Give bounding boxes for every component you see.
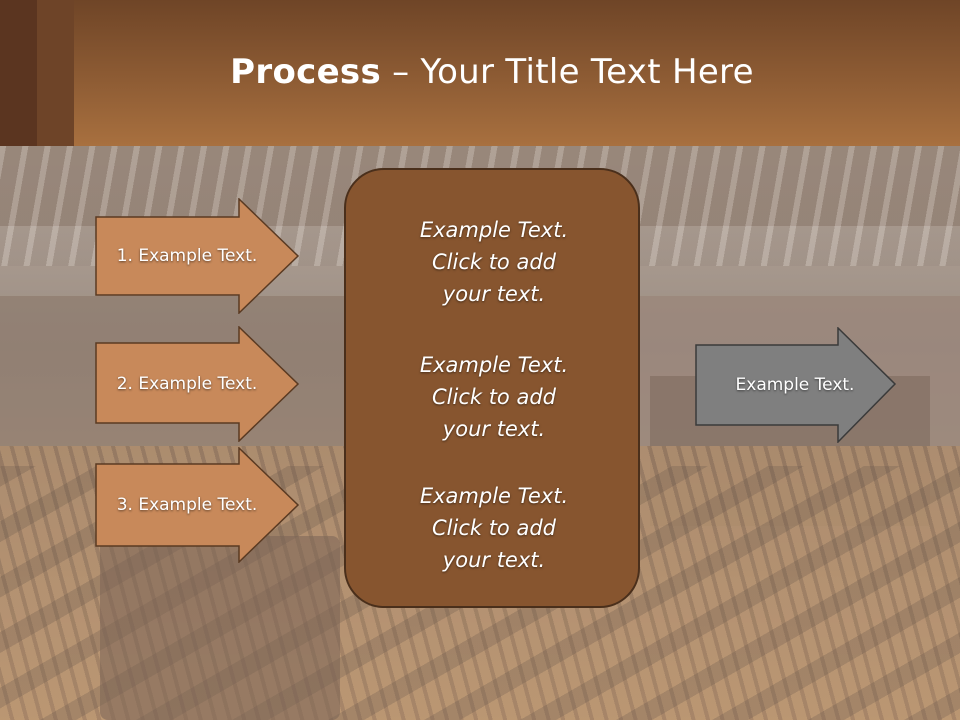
background-sofa: [100, 536, 340, 720]
process-step-1-label: 1. Example Text.: [116, 246, 258, 266]
title-rest: Your Title Text Here: [420, 52, 754, 92]
result-arrow-label: Example Text.: [735, 375, 855, 395]
title-dash: –: [381, 52, 421, 92]
center-item-3-line3: your text.: [442, 548, 546, 572]
process-step-2-label: 2. Example Text.: [116, 374, 258, 394]
title-bar: Process – Your Title Text Here: [0, 0, 960, 146]
arrow-shape: [695, 327, 897, 443]
process-step-2-arrow[interactable]: 2. Example Text.: [95, 326, 300, 442]
center-item-3: Example Text. Click to add your text.: [346, 480, 642, 576]
arrow-shape: [95, 326, 300, 442]
process-step-3-arrow[interactable]: 3. Example Text.: [95, 447, 300, 563]
center-text-box[interactable]: Example Text. Click to add your text. Ex…: [344, 168, 640, 608]
center-item-3-line1: Example Text.: [419, 484, 569, 508]
center-item-2-line3: your text.: [442, 417, 546, 441]
center-item-1-line1: Example Text.: [419, 218, 569, 242]
title-bold: Process: [230, 52, 382, 92]
arrow-shape: [95, 198, 300, 314]
arrow-shape: [95, 447, 300, 563]
center-item-2: Example Text. Click to add your text.: [346, 349, 642, 445]
center-item-2-line2: Click to add: [431, 385, 556, 409]
title-bar-stripe: [0, 0, 74, 146]
center-item-1-line2: Click to add: [431, 250, 556, 274]
process-step-3-label: 3. Example Text.: [116, 495, 258, 515]
slide-title[interactable]: Process – Your Title Text Here: [0, 52, 960, 92]
center-item-1-line3: your text.: [442, 282, 546, 306]
center-item-2-line1: Example Text.: [419, 353, 569, 377]
process-step-1-arrow[interactable]: 1. Example Text.: [95, 198, 300, 314]
center-item-3-line2: Click to add: [431, 516, 556, 540]
result-arrow[interactable]: Example Text.: [695, 327, 897, 443]
center-item-1: Example Text. Click to add your text.: [346, 214, 642, 310]
